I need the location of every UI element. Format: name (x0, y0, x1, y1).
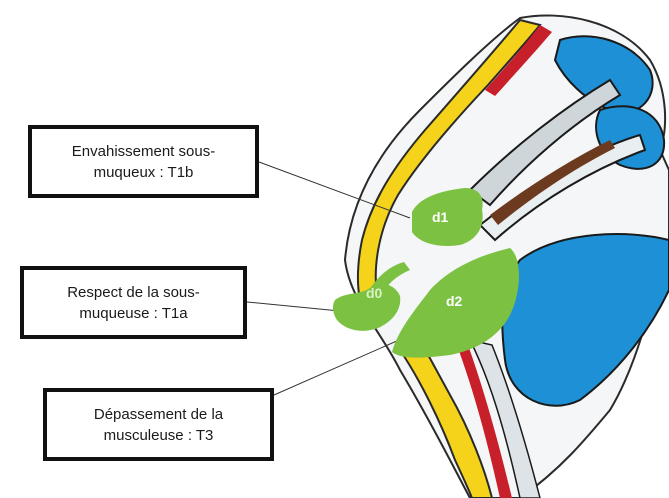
label-t1a-line1: Respect de la sous- (67, 282, 200, 303)
label-box-t1b: Envahissement sous- muqueux : T1b (28, 125, 259, 198)
region-label-d1: d1 (432, 209, 449, 225)
mucosa-lower (502, 234, 669, 406)
label-t1a-line2: muqueuse : T1a (67, 303, 200, 324)
label-t1b-line1: Envahissement sous- (72, 141, 215, 162)
label-t3-line2: musculeuse : T3 (94, 425, 223, 446)
label-box-t1a: Respect de la sous- muqueuse : T1a (20, 266, 247, 339)
region-label-d2: d2 (446, 293, 463, 309)
region-label-d0: d0 (366, 285, 383, 301)
label-t3-line1: Dépassement de la (94, 404, 223, 425)
label-t1b-line2: muqueux : T1b (72, 162, 215, 183)
label-box-t3: Dépassement de la musculeuse : T3 (43, 388, 274, 461)
